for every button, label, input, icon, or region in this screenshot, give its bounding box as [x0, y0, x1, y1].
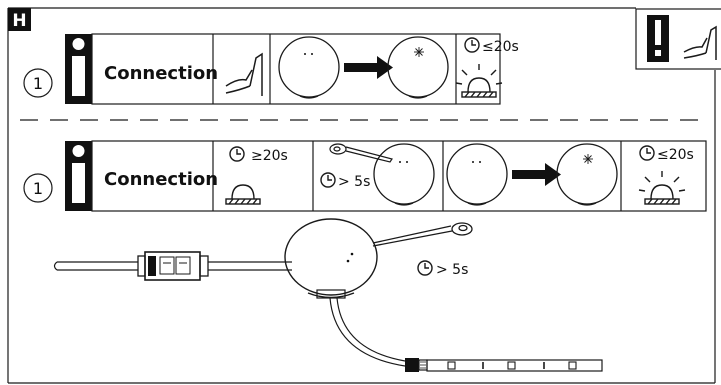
row2-dome-before-icon — [446, 143, 508, 206]
panel-label: H — [12, 11, 26, 31]
row1: 1 Connection — [23, 8, 721, 105]
row1-info-label: Connection — [104, 63, 218, 84]
row1-dome-after-icon — [387, 36, 449, 99]
row2-pin-hold-label: > 5s — [338, 174, 370, 190]
row1-step-number: 1 — [33, 74, 43, 93]
controller-dome — [284, 218, 378, 299]
row2-led-flash-icon — [638, 171, 686, 205]
row2-clock-icon-pin — [320, 170, 366, 192]
wiring-reset-pin-icon — [372, 222, 473, 247]
row2-step-box — [91, 140, 707, 212]
diagram-frame — [7, 7, 716, 384]
row2-reset-pin-icon — [329, 143, 393, 163]
row2-button-press-icon — [225, 184, 261, 205]
warning-hand-press-icon — [683, 25, 717, 60]
row2-long-press-label: ≥20s — [251, 148, 288, 164]
row1-step-box — [91, 33, 501, 105]
row2: 1 Connection ≥20s — [23, 140, 707, 212]
row2-step-circle — [23, 173, 53, 203]
row2-dome-after-icon — [556, 143, 618, 206]
row2-clock-icon-short — [639, 145, 655, 161]
row1-info-icon — [65, 34, 92, 104]
led-strip-connector — [405, 358, 428, 372]
output-cable — [329, 297, 406, 367]
row1-warning-note — [635, 8, 721, 70]
input-cable — [53, 261, 138, 271]
row1-led-flash-icon — [455, 64, 503, 98]
row1-step-circle — [23, 68, 53, 98]
row2-timing-label: ≤20s — [657, 147, 694, 163]
connector-icon — [137, 251, 209, 281]
led-strip-icon — [426, 359, 603, 372]
row2-step-number: 1 — [33, 179, 43, 198]
wiring-illustration: > 5s — [53, 218, 603, 372]
row1-hand-press-icon — [225, 52, 263, 96]
row1-arrow-right-icon — [344, 56, 393, 79]
row1-clock-icon — [464, 37, 480, 53]
wiring-clock-icon — [417, 260, 433, 276]
row2-info-icon — [65, 141, 92, 211]
panel-label-badge: H — [8, 8, 31, 31]
row2-info-label: Connection — [104, 169, 218, 190]
row2-clock-icon-long — [229, 146, 245, 162]
row1-dome-before-icon — [278, 36, 340, 99]
row2-arrow-right-icon — [512, 163, 561, 186]
row1-timing-label: ≤20s — [482, 39, 519, 55]
row2-dome-reset-icon — [373, 143, 435, 206]
wiring-pin-hold-label: > 5s — [436, 262, 468, 278]
